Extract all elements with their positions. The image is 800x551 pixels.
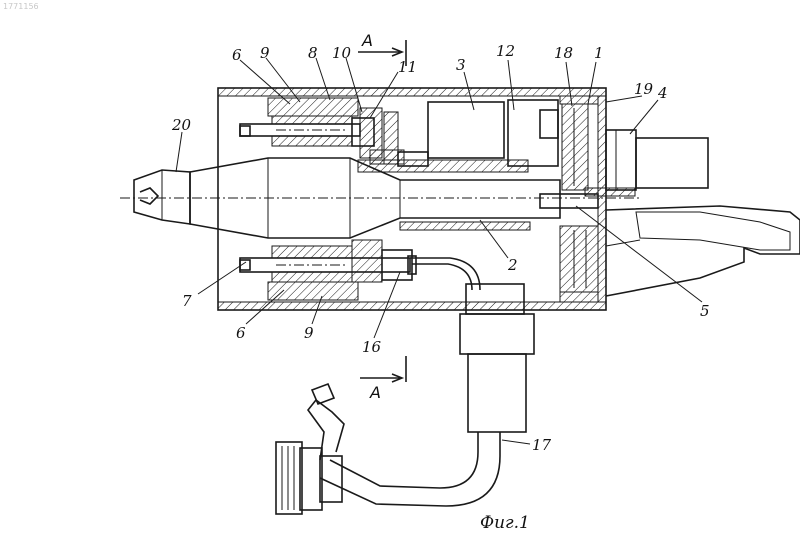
label-9-bottom: 9	[304, 324, 314, 342]
figure-caption: Фиг.1	[480, 513, 530, 533]
label-6-top: 6	[232, 46, 242, 64]
label-9-top: 9	[260, 44, 270, 62]
label-17: 17	[532, 436, 552, 454]
part-labels: 6 9 8 10 11 3 12 18 1 19 4 20 7 6 9 16 2…	[171, 42, 710, 454]
upper-clamp-assembly	[240, 98, 428, 166]
label-10: 10	[332, 44, 352, 62]
label-11: 11	[398, 58, 417, 76]
label-4: 4	[657, 84, 668, 102]
label-3: 3	[456, 56, 466, 74]
label-19: 19	[634, 80, 654, 98]
label-16: 16	[362, 338, 382, 356]
label-6-bottom: 6	[236, 324, 246, 342]
section-label-top: A	[361, 31, 373, 50]
lower-clamp-assembly	[240, 240, 416, 300]
leader-lines	[176, 58, 702, 444]
label-18: 18	[554, 44, 573, 62]
doc-number: 1771156	[3, 2, 39, 11]
nozzle-tip	[134, 170, 190, 224]
label-12: 12	[496, 42, 515, 60]
section-label-bottom: A	[369, 383, 381, 402]
rear-connector	[606, 130, 708, 190]
label-7: 7	[182, 292, 192, 310]
label-8: 8	[308, 44, 318, 62]
label-2: 2	[507, 256, 518, 274]
label-5: 5	[700, 302, 710, 320]
label-20: 20	[171, 116, 192, 134]
section-line-bottom: A	[360, 356, 406, 402]
label-1: 1	[594, 44, 604, 62]
